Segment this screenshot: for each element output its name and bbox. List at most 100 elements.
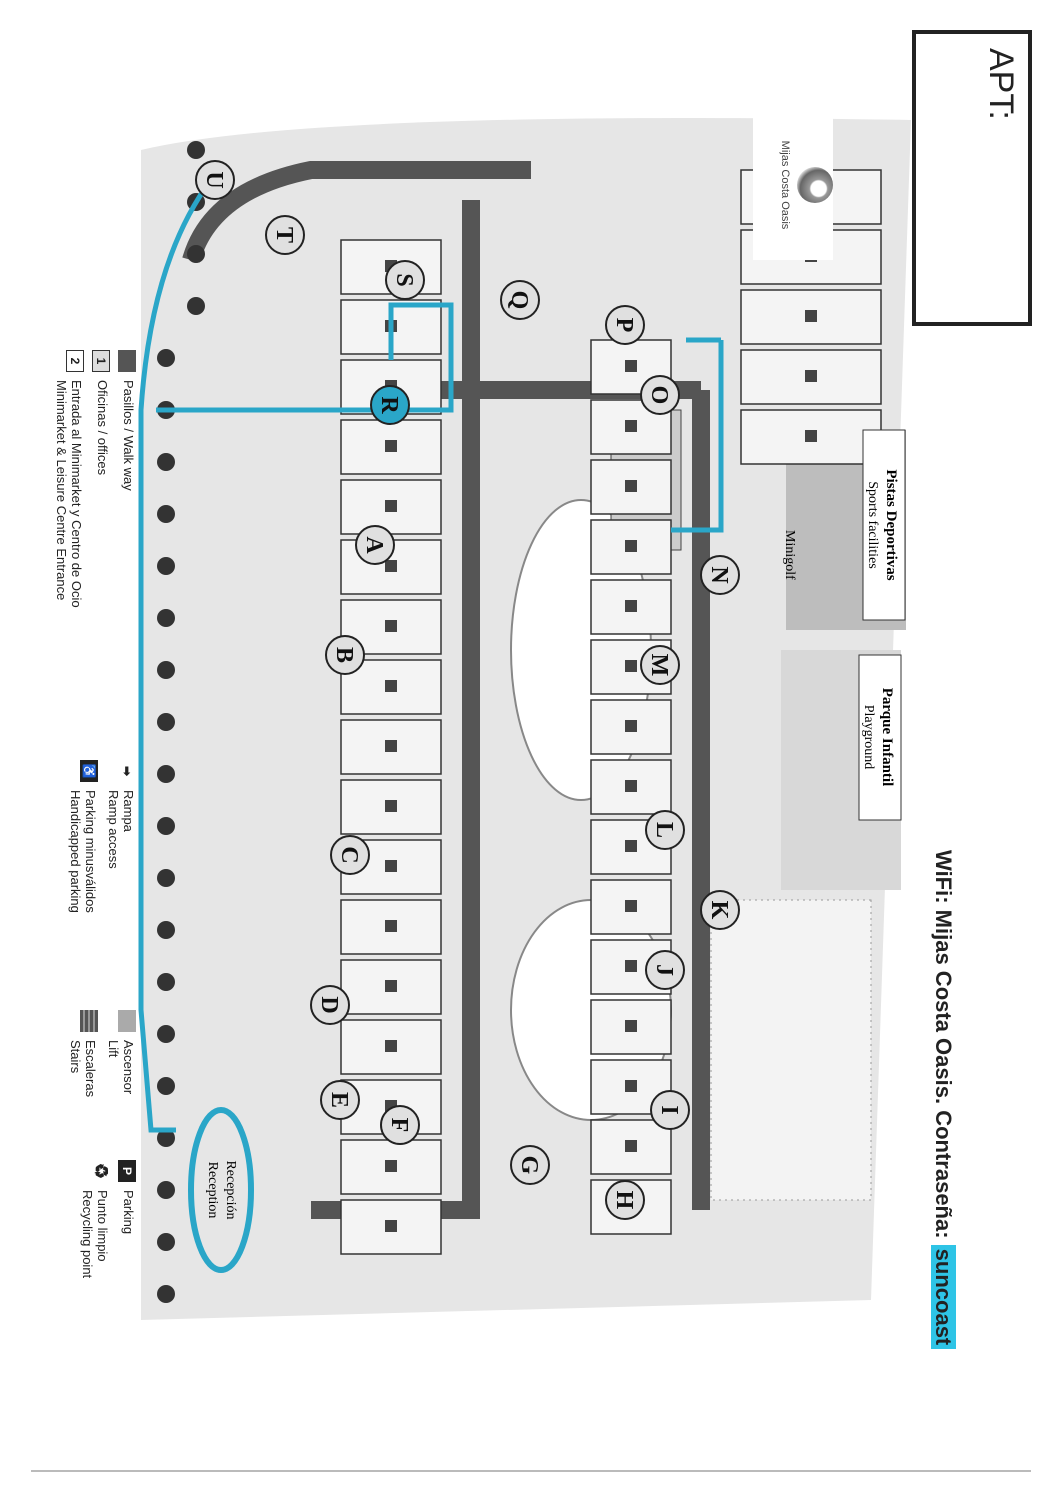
tree-icon [157, 349, 175, 367]
building-label-f: F [380, 1105, 420, 1145]
sports-sign-es: Pistas Deportivas [883, 469, 899, 580]
tree-icon [157, 1025, 175, 1043]
entrance-number-icon: 2 [66, 350, 84, 372]
lift-icon [805, 370, 817, 382]
building-letter: D [316, 996, 342, 1013]
lift-icon [625, 600, 637, 612]
wifi-info: WiFi: Mijas Costa Oasis. Contraseña: sun… [930, 850, 956, 1350]
building-label-t: T [265, 215, 305, 255]
trees [157, 141, 205, 1303]
tree-icon [157, 1181, 175, 1199]
lift-icon [625, 840, 637, 852]
building-label-l: L [645, 810, 685, 850]
tree-icon [157, 1077, 175, 1095]
apt-label: APT: [982, 48, 1020, 120]
building-letter: Q [506, 291, 532, 310]
legend-text: Entrada al Minimarket y Centro de Ocio [69, 380, 84, 608]
legend-text: Oficinas / offices [95, 380, 110, 476]
building-label-h: H [605, 1180, 645, 1220]
tree-icon [157, 609, 175, 627]
building-letter: H [611, 1191, 637, 1210]
playground-sign-en: Playground [861, 705, 876, 770]
legend-text: Ascensor [121, 1040, 136, 1095]
tree-icon [157, 1129, 175, 1147]
lift-icon [625, 1020, 637, 1032]
legend-text: Punto limpio [95, 1190, 110, 1262]
lift-icon [625, 660, 637, 672]
logo-swirl-icon [797, 167, 833, 203]
legend-text: Parking [121, 1190, 136, 1235]
legend-text-en: Lift [106, 1040, 121, 1058]
ramp-arrow-icon: ➡ [120, 765, 135, 777]
lift-icon [385, 1160, 397, 1172]
lift-icon [385, 1220, 397, 1232]
legend-text: Parking minusválidos [83, 790, 98, 913]
reception-highlight [188, 1107, 254, 1273]
walkway-swatch [118, 350, 136, 372]
building-label-k: K [700, 890, 740, 930]
lift-icon [385, 860, 397, 872]
building-label-p: P [605, 305, 645, 345]
lift-icon [385, 560, 397, 572]
building-letter: G [516, 1156, 542, 1175]
playground-sign [858, 654, 902, 821]
building-letter: U [201, 171, 227, 188]
apartment-box: APT: [912, 30, 1032, 326]
office-number-icon: 1 [92, 350, 110, 372]
building-letter: P [611, 318, 637, 333]
wifi-text: WiFi: Mijas Costa Oasis. Contraseña: [931, 850, 956, 1245]
page-edge-rule [31, 1470, 1031, 1472]
tree-icon [187, 297, 205, 315]
lift-icon [625, 900, 637, 912]
building-label-e: E [320, 1080, 360, 1120]
tree-icon [157, 1233, 175, 1251]
tree-icon [157, 505, 175, 523]
lift-icon [385, 680, 397, 692]
building-letter: F [386, 1118, 412, 1133]
sports-sign-en: Sports facilities [865, 481, 880, 569]
legend-text-en: Stairs [68, 1040, 83, 1074]
building-label-j: J [645, 950, 685, 990]
building-label-i: I [650, 1090, 690, 1130]
playground-sign-es: Parque Infantil [879, 688, 895, 787]
building-letter: T [271, 227, 297, 243]
building-label-n: N [700, 555, 740, 595]
legend-text: Rampa [121, 790, 136, 832]
minigolf-label: Minigolf [782, 530, 797, 580]
resort-map: Recepción Reception Pistas Deportivas Sp… [138, 118, 911, 1320]
lift-icon [625, 1080, 637, 1092]
tree-icon [157, 765, 175, 783]
building-letter: M [646, 654, 672, 677]
lift-icon [625, 360, 637, 372]
lift-icon [805, 310, 817, 322]
tree-icon [157, 713, 175, 731]
reception-label-en: Reception [205, 1162, 220, 1219]
building-label-r: R [370, 385, 410, 425]
building-label-o: O [640, 375, 680, 415]
building-label-q: Q [500, 280, 540, 320]
reception-label-es: Recepción [223, 1160, 238, 1219]
legend-text-en: Minimarket & Leisure Centre Entrance [54, 380, 69, 601]
building-letter: O [646, 386, 672, 405]
logo-name: Mijas Costa Oasis [779, 140, 791, 230]
lift-icon [385, 1040, 397, 1052]
tree-icon [157, 453, 175, 471]
recycling-icon: ♻ [91, 1162, 112, 1180]
building-label-d: D [310, 985, 350, 1025]
route-path [138, 178, 724, 1133]
walkways [182, 161, 710, 1219]
legend-text-en: Recycling point [80, 1190, 95, 1279]
legend-text-en: Handicapped parking [68, 790, 83, 913]
tree-icon [187, 245, 205, 263]
building-letter: K [706, 901, 732, 920]
lift-icon [385, 740, 397, 752]
